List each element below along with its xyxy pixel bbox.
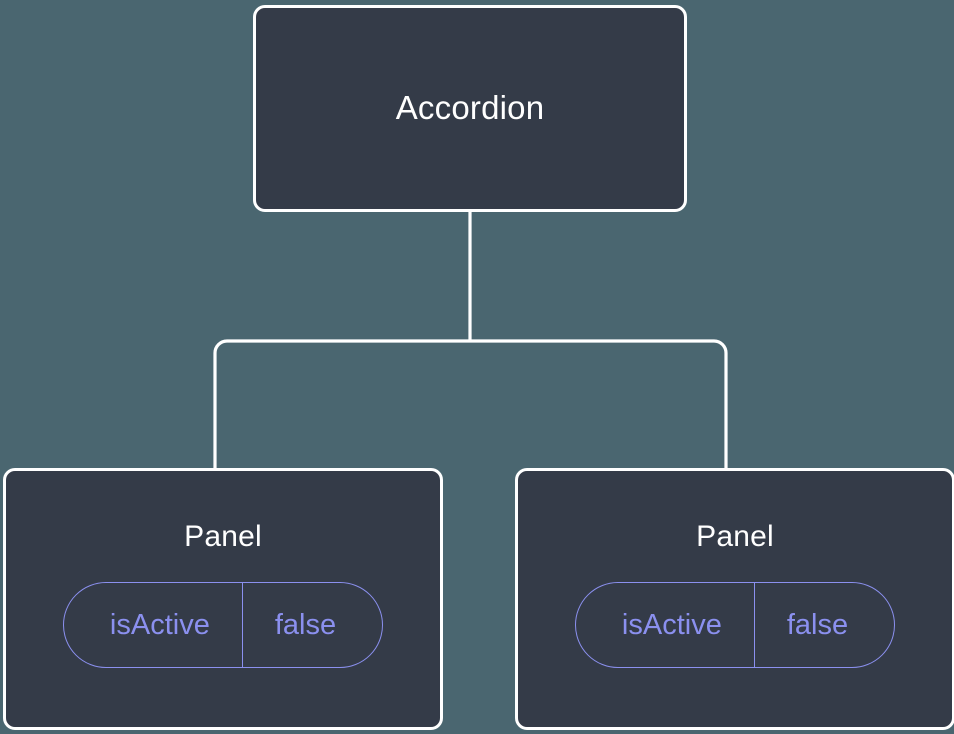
node-accordion-label: Accordion [395,89,545,127]
edge-accordion-to-panel-right [470,339,728,472]
state-badge-key: isActive [621,608,722,641]
state-badge-key: isActive [109,608,210,641]
node-panel-left-label: Panel [184,520,262,553]
node-accordion[interactable]: Accordion [253,5,687,212]
state-badge-value: false [241,583,382,667]
node-panel-left[interactable]: Panel isActive false [3,468,443,730]
state-badge-value: false [753,583,894,667]
edge-accordion-to-panel-left [213,339,470,472]
state-badge-panel-left[interactable]: isActive false [62,582,384,668]
node-panel-right-label: Panel [696,520,774,553]
node-panel-right[interactable]: Panel isActive false [515,468,954,730]
state-badge-panel-right[interactable]: isActive false [574,582,896,668]
